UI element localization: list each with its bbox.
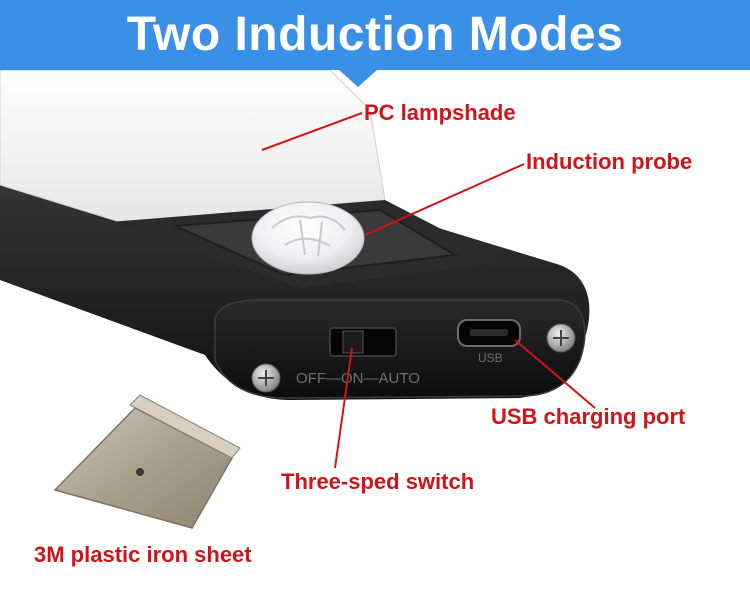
switch-knob [342, 330, 364, 354]
title-banner [0, 0, 750, 70]
left-screw-slot [258, 370, 274, 386]
label-iron-sheet: 3M plastic iron sheet [34, 542, 252, 567]
callout-line-switch [334, 347, 353, 469]
callout-line-usb [514, 339, 596, 409]
usb-port-tongue [470, 329, 508, 336]
pc-lampshade [0, 69, 386, 223]
iron-sheet [53, 407, 234, 529]
label-three-sped-switch: Three-sped switch [281, 469, 475, 494]
title-banner-notch [338, 69, 378, 87]
iron-sheet-tab [129, 394, 241, 459]
usb-marking: USB [478, 351, 503, 365]
callout-line-probe [364, 163, 525, 236]
label-induction-probe: Induction probe [526, 149, 693, 174]
probe-facets [271, 215, 346, 257]
iron-sheet-hole [136, 468, 144, 476]
label-pc-lampshade: PC lampshade [364, 100, 516, 125]
callout-line-lampshade [261, 112, 363, 151]
right-screw-slot [553, 330, 569, 346]
switch-mode-marking: OFF—ON—AUTO [296, 370, 420, 387]
label-usb-charging-port: USB charging port [491, 404, 686, 429]
page-title: Two Induction Modes [126, 8, 624, 61]
